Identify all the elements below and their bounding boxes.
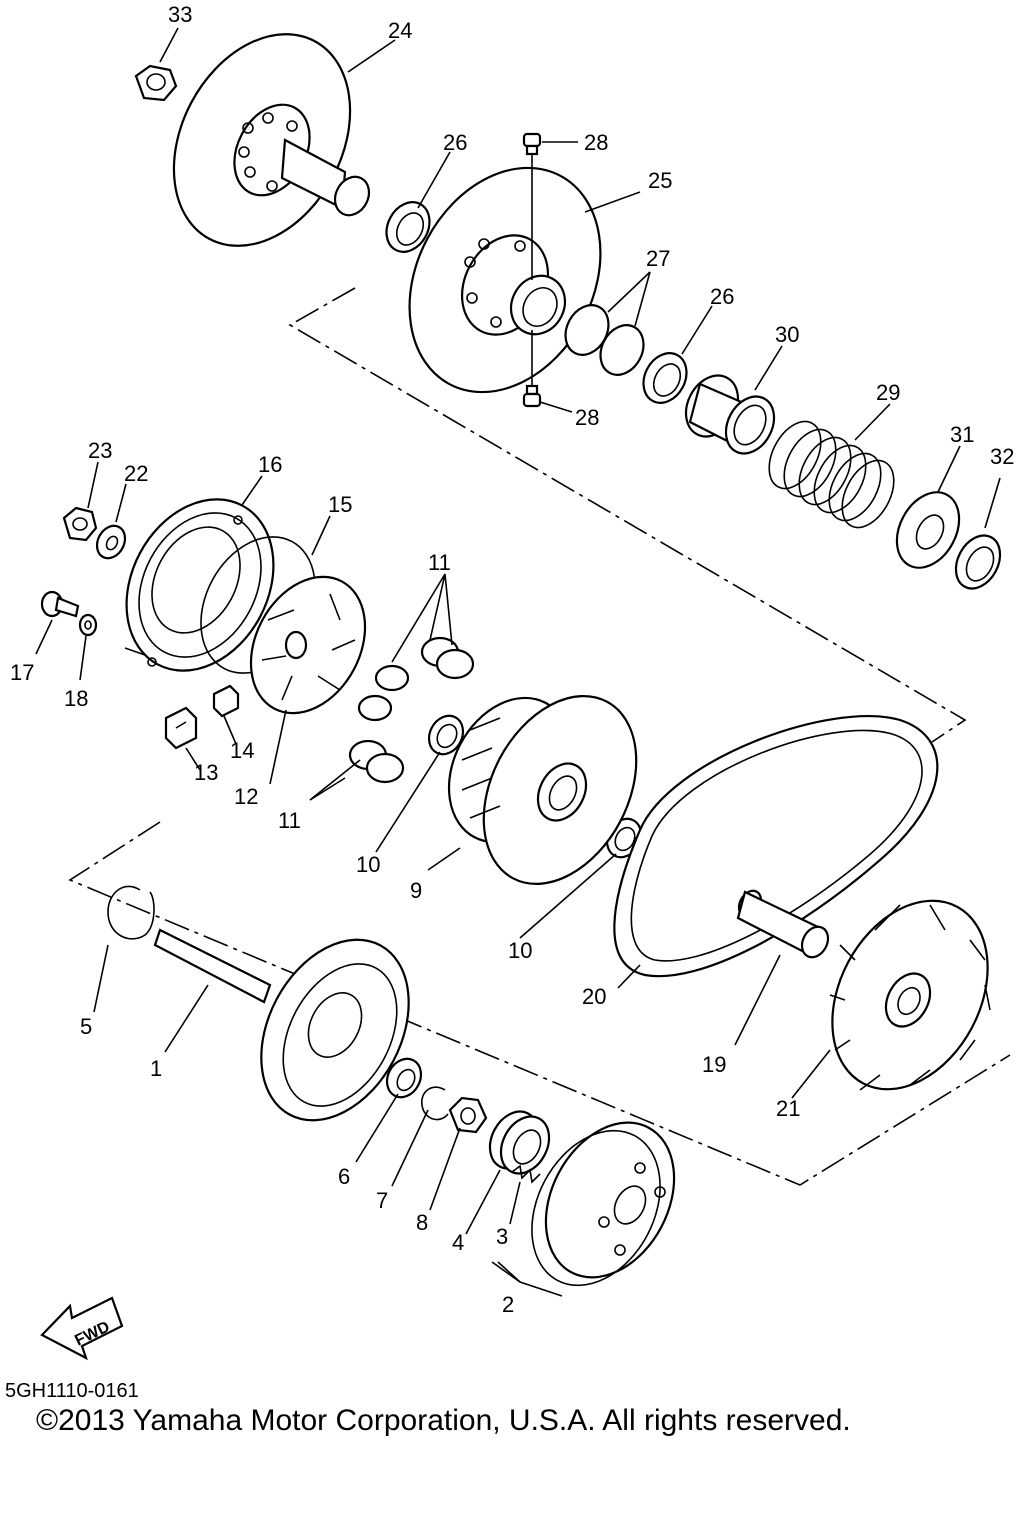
fwd-arrow-icon: FWD bbox=[40, 1296, 124, 1361]
callout-14: 14 bbox=[230, 738, 254, 763]
part-25-sliding-sheave[interactable] bbox=[372, 134, 638, 425]
callout-2: 2 bbox=[502, 1292, 514, 1317]
callout-4: 4 bbox=[452, 1230, 464, 1255]
part-4-one-way-clutch[interactable] bbox=[480, 1103, 558, 1182]
part-14-slider[interactable] bbox=[212, 684, 240, 718]
leader-lines bbox=[35, 27, 1001, 1297]
part-29-compression-spring[interactable] bbox=[759, 413, 905, 536]
part-6-bearing[interactable] bbox=[380, 1053, 427, 1103]
part-9-primary-sliding-sheave[interactable] bbox=[425, 670, 667, 910]
callout-15: 15 bbox=[328, 492, 352, 517]
part-26-collar-lower[interactable] bbox=[635, 346, 695, 411]
part-2-clutch-carrier[interactable] bbox=[506, 1100, 699, 1307]
upper-assembly-outline bbox=[288, 287, 967, 743]
callout-30: 30 bbox=[775, 322, 799, 347]
callout-27: 27 bbox=[646, 246, 670, 271]
callout-5: 5 bbox=[80, 1014, 92, 1039]
part-3-spring[interactable] bbox=[511, 1164, 541, 1184]
callout-28: 28 bbox=[584, 130, 608, 155]
part-19-spacer[interactable] bbox=[735, 887, 834, 962]
part-8-nut[interactable] bbox=[448, 1096, 488, 1134]
callout-12: 12 bbox=[234, 784, 258, 809]
part-24-primary-fixed-sheave[interactable] bbox=[139, 4, 385, 277]
part-32-collar[interactable] bbox=[947, 528, 1009, 596]
part-13-slider[interactable] bbox=[164, 706, 198, 750]
part-28-pin-bottom[interactable] bbox=[522, 330, 542, 408]
part-27-o-rings[interactable] bbox=[557, 298, 652, 383]
callout-19: 19 bbox=[702, 1052, 726, 1077]
callout-9: 9 bbox=[410, 878, 422, 903]
callout-32: 32 bbox=[990, 444, 1014, 469]
callout-10: 10 bbox=[508, 938, 532, 963]
part-23-nut[interactable] bbox=[62, 506, 98, 542]
callout-3: 3 bbox=[496, 1224, 508, 1249]
callout-26: 26 bbox=[443, 130, 467, 155]
part-16-cam-cover[interactable] bbox=[98, 474, 303, 697]
part-5-circlip[interactable] bbox=[107, 885, 155, 940]
part-21-fan-sheave[interactable] bbox=[801, 874, 1019, 1116]
copyright-notice: ©2013 Yamaha Motor Corporation, U.S.A. A… bbox=[36, 1404, 851, 1437]
part-30-spring-seat[interactable] bbox=[676, 366, 784, 461]
callout-13: 13 bbox=[194, 760, 218, 785]
part-17-bolt[interactable] bbox=[40, 590, 80, 618]
callout-18: 18 bbox=[64, 686, 88, 711]
callout-numbers: 33 24 26 28 25 27 26 30 28 29 31 32 23 2… bbox=[10, 2, 1014, 1317]
part-22-washer[interactable] bbox=[92, 521, 131, 563]
callout-31: 31 bbox=[950, 422, 974, 447]
secondary-outline bbox=[124, 647, 146, 656]
callout-10: 10 bbox=[356, 852, 380, 877]
part-10-collar-upper[interactable] bbox=[422, 710, 469, 760]
callout-11: 11 bbox=[428, 550, 451, 575]
callout-6: 6 bbox=[338, 1164, 350, 1189]
callout-25: 25 bbox=[648, 168, 672, 193]
part-20-v-belt[interactable] bbox=[613, 715, 939, 978]
part-7-circlip[interactable] bbox=[421, 1086, 449, 1121]
callout-29: 29 bbox=[876, 380, 900, 405]
callout-23: 23 bbox=[88, 438, 112, 463]
part-33-nut[interactable] bbox=[134, 64, 178, 102]
part-1-clutch-housing[interactable] bbox=[153, 914, 438, 1145]
callout-1: 1 bbox=[150, 1056, 162, 1081]
part-11-weight-1[interactable] bbox=[374, 664, 410, 692]
callout-20: 20 bbox=[582, 984, 606, 1009]
callout-11: 11 bbox=[278, 808, 301, 833]
part-11-weight-4[interactable] bbox=[348, 739, 405, 784]
part-11-weight-2[interactable] bbox=[357, 694, 393, 722]
callout-17: 17 bbox=[10, 660, 34, 685]
part-18-washer[interactable] bbox=[78, 613, 98, 637]
callout-24: 24 bbox=[388, 18, 412, 43]
callout-8: 8 bbox=[416, 1210, 428, 1235]
callout-33: 33 bbox=[168, 2, 192, 27]
callout-7: 7 bbox=[376, 1188, 388, 1213]
callout-21: 21 bbox=[776, 1096, 800, 1121]
callout-28: 28 bbox=[575, 405, 599, 430]
part-12-cam[interactable] bbox=[228, 557, 387, 733]
callout-22: 22 bbox=[124, 461, 148, 486]
lower-assembly-outline bbox=[68, 821, 1011, 1186]
callout-26: 26 bbox=[710, 284, 734, 309]
callout-16: 16 bbox=[258, 452, 282, 477]
part-28-pin-top[interactable] bbox=[522, 132, 542, 280]
drawing-code: 5GH1110-0161 bbox=[5, 1380, 139, 1402]
part-31-washer[interactable] bbox=[884, 482, 971, 579]
part-11-weight-3[interactable] bbox=[420, 636, 475, 680]
